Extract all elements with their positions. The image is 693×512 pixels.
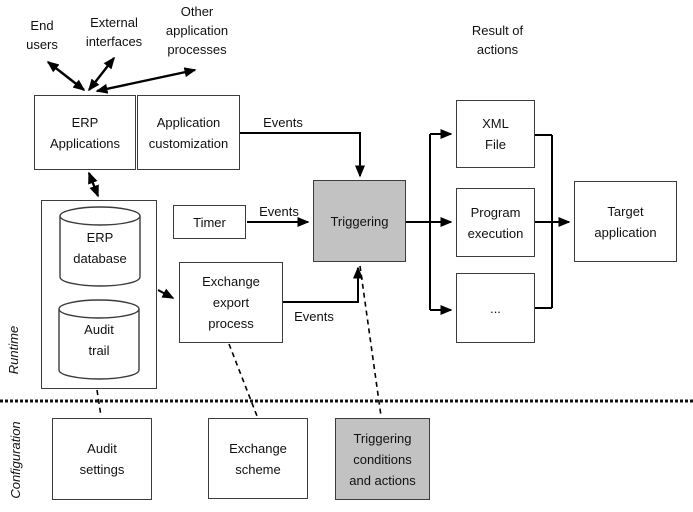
external-interfaces-label: External interfaces bbox=[85, 15, 143, 49]
end-users-label: End users bbox=[26, 18, 58, 52]
edge-database-to-export bbox=[157, 288, 175, 299]
exchange-scheme-box: Exchange scheme bbox=[208, 418, 308, 499]
erp-database-container-box bbox=[41, 200, 157, 389]
dashed-exchange-link bbox=[228, 343, 258, 417]
more-actions-label: ... bbox=[490, 300, 501, 316]
erp-database-label: ERP database bbox=[73, 230, 127, 266]
target-application-label: Target application bbox=[594, 203, 657, 240]
program-execution-label: Program execution bbox=[467, 204, 524, 241]
events-export-label: Events bbox=[294, 309, 334, 324]
audit-trail-label: Audit trail bbox=[84, 322, 114, 358]
configuration-section-label: Configuration bbox=[8, 421, 23, 499]
arrow-erp-apps-to-database bbox=[87, 171, 100, 198]
arrow-end-users bbox=[46, 61, 86, 91]
exchange-export-process-box: Exchange export process bbox=[179, 262, 283, 343]
exchange-export-process-label: Exchange export process bbox=[202, 274, 260, 331]
dashed-triggering-link bbox=[359, 265, 382, 417]
other-application-processes-label: Other application processes bbox=[165, 4, 229, 57]
events-customization-label: Events bbox=[263, 115, 303, 130]
triggering-conditions-label: Triggering conditions and actions bbox=[349, 430, 416, 488]
arrow-external-interfaces bbox=[88, 56, 115, 92]
edge-customization-events bbox=[238, 132, 365, 178]
triggering-label: Triggering bbox=[330, 213, 389, 229]
result-of-actions-label: Result of actions bbox=[471, 23, 524, 57]
dashed-audit-link bbox=[96, 389, 102, 417]
audit-settings-label: Audit settings bbox=[79, 441, 125, 477]
edge-export-events bbox=[283, 266, 363, 303]
audit-settings-box: Audit settings bbox=[52, 418, 152, 500]
xml-file-box: XML File bbox=[456, 100, 535, 168]
timer-label: Timer bbox=[193, 214, 226, 230]
more-actions-box: ... bbox=[456, 273, 535, 343]
erp-applications-label: ERP Applications bbox=[49, 114, 121, 151]
program-execution-box: Program execution bbox=[456, 188, 535, 257]
events-timer-label: Events bbox=[259, 204, 299, 219]
erp-applications-box: ERP Applications bbox=[34, 95, 136, 170]
triggering-conditions-box: Triggering conditions and actions bbox=[335, 418, 430, 500]
arrow-other-processes bbox=[95, 67, 197, 94]
target-application-box: Target application bbox=[574, 181, 677, 262]
xml-file-label: XML File bbox=[482, 116, 509, 152]
triggering-box: Triggering bbox=[313, 180, 406, 262]
application-customization-box: Application customization bbox=[137, 95, 240, 170]
runtime-section-label: Runtime bbox=[6, 325, 21, 375]
exchange-scheme-label: Exchange scheme bbox=[229, 440, 287, 477]
timer-box: Timer bbox=[173, 205, 246, 239]
application-customization-label: Application customization bbox=[148, 114, 229, 151]
